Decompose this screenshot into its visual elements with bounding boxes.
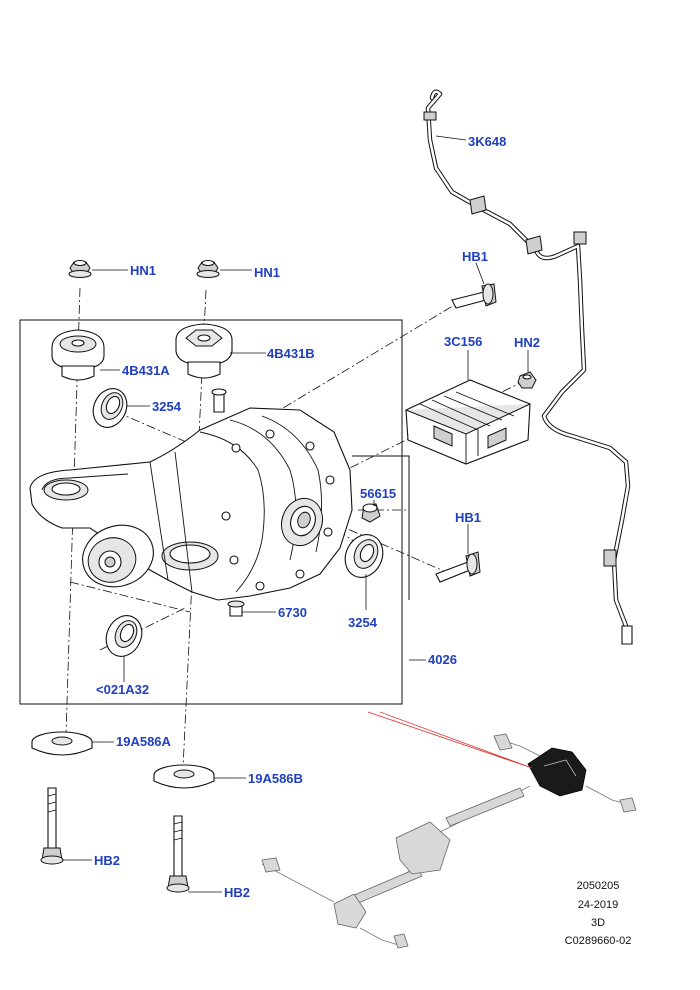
callout-3254-top[interactable]: 3254 xyxy=(152,399,182,414)
seal-021a32[interactable] xyxy=(100,610,149,662)
callout-hb1-top[interactable]: HB1 xyxy=(462,249,488,264)
filler-plug-56615[interactable] xyxy=(361,503,381,523)
hb2-bolt-left[interactable] xyxy=(40,787,64,865)
callout-3c156[interactable]: 3C156 xyxy=(444,334,482,349)
drawing-view-type: 3D xyxy=(591,917,605,929)
callout-4026[interactable]: 4026 xyxy=(428,652,457,667)
bush-4b431a[interactable] xyxy=(51,329,105,381)
bush-4b431b[interactable] xyxy=(175,323,233,379)
callout-3254-right[interactable]: 3254 xyxy=(348,615,378,630)
assembly-frame-4026 xyxy=(19,319,403,705)
hb1-bolt-right[interactable] xyxy=(435,551,481,583)
callout-6730[interactable]: 6730 xyxy=(278,605,307,620)
drain-plug-6730[interactable] xyxy=(227,600,245,617)
drawing-number: 2050205 xyxy=(577,880,620,892)
washer-19a586a[interactable] xyxy=(31,731,93,756)
callout-hn2[interactable]: HN2 xyxy=(514,335,540,350)
callout-19a586b[interactable]: 19A586B xyxy=(248,771,303,786)
hn1-nut-left[interactable] xyxy=(68,259,92,278)
callout-56615[interactable]: 56615 xyxy=(360,486,396,501)
seal-3254-right[interactable] xyxy=(338,528,389,583)
callout-4b431b[interactable]: 4B431B xyxy=(267,346,315,361)
hb2-bolt-right[interactable] xyxy=(166,815,190,893)
callout-hb2-right[interactable]: HB2 xyxy=(224,885,250,900)
hn1-nut-right[interactable] xyxy=(196,259,220,278)
hb1-bolt-top[interactable] xyxy=(451,283,497,309)
callout-hn1-left[interactable]: HN1 xyxy=(130,263,156,278)
hn2-nut[interactable] xyxy=(517,371,537,389)
leader-lines xyxy=(62,135,529,893)
callout-4b431a[interactable]: 4B431A xyxy=(122,363,170,378)
drawing-reference: C0289660-02 xyxy=(565,935,632,947)
differential-housing[interactable] xyxy=(29,388,353,601)
washer-19a586b[interactable] xyxy=(153,764,215,789)
breather-hose-3k648[interactable] xyxy=(423,89,633,645)
seal-3254-top[interactable] xyxy=(87,383,133,433)
callout-hn1-right[interactable]: HN1 xyxy=(254,265,280,280)
callout-hb1-right[interactable]: HB1 xyxy=(455,510,481,525)
highlighted-differential xyxy=(527,747,587,797)
control-module-3c156[interactable] xyxy=(405,379,531,465)
drawing-info: 2050205 24-2019 3D C0289660-02 xyxy=(565,880,632,947)
drivetrain-location-view xyxy=(261,733,637,949)
callout-19a586a[interactable]: 19A586A xyxy=(116,734,172,749)
callout-021a32[interactable]: <021A32 xyxy=(96,682,149,697)
drawing-date: 24-2019 xyxy=(578,899,618,911)
callout-hb2-left[interactable]: HB2 xyxy=(94,853,120,868)
callout-3k648[interactable]: 3K648 xyxy=(468,134,506,149)
assembly-bracket-4026 xyxy=(352,455,410,600)
location-highlight-leader xyxy=(367,711,533,769)
